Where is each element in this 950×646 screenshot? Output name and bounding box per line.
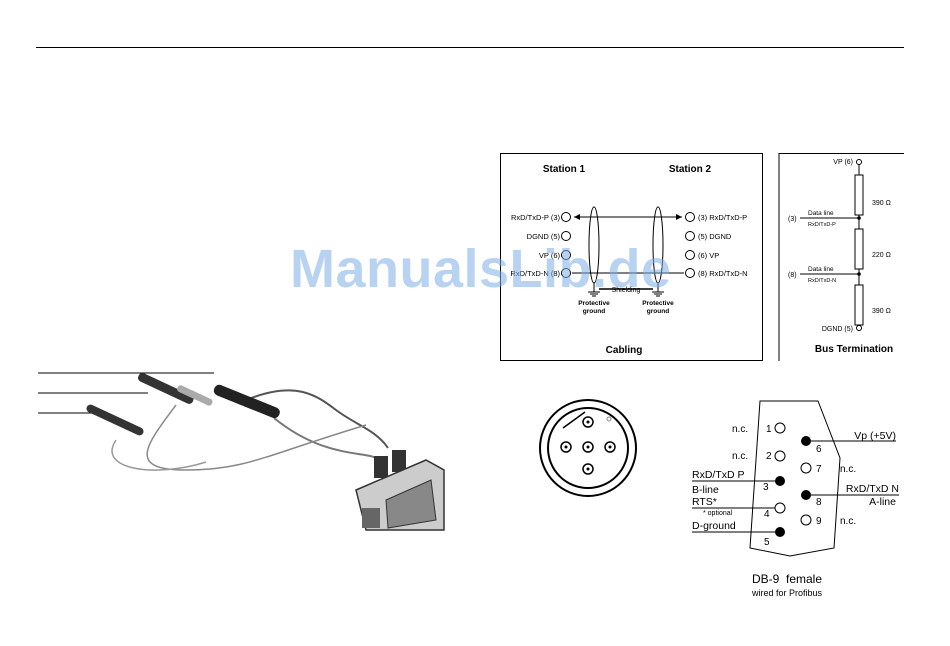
protective-ground-right-1: Protective [642, 300, 674, 307]
manualslib-watermark: ManualsLib.de [290, 239, 672, 299]
right-pin-5: (5) DGND [698, 232, 732, 241]
vp-label: VP (6) [833, 159, 853, 166]
shielding-label: Shielding [612, 287, 641, 294]
nc7-label: n.c. [840, 464, 856, 475]
dgnd-label: DGND (5) [822, 326, 853, 333]
pin-2-label: 2 [766, 451, 772, 462]
pin-9-label: 9 [816, 516, 822, 527]
nc2-label: n.c. [732, 451, 748, 462]
right-pin-6: (6) VP [698, 251, 719, 260]
right-pin-3: (3) RxD/TxD-P [698, 213, 747, 222]
db9-title: DB-9 female [752, 572, 822, 586]
left-pin-8: RxD/TxD-N (8) [510, 269, 560, 278]
bus-termination-diagram: VP (6) 390 Ω (3) Data line RxD/TxD-P 220… [778, 153, 904, 361]
rxd-n-label: RxD/TxD N [846, 483, 899, 495]
rxd-p-label: RxD/TxD P [692, 469, 745, 481]
r3-label: 390 Ω [872, 308, 891, 315]
station2-label: Station 2 [669, 164, 712, 175]
a-line-label: A-line [869, 496, 896, 508]
dataline-p-label: Data line [808, 210, 834, 217]
dataline-n-label: Data line [808, 266, 834, 273]
pin-5-label: 5 [764, 537, 770, 548]
line-p-label: RxD/TxD-P [808, 222, 836, 228]
cabling-diagram: Station 1 Station 2 RxD/TxD-P (3) DGND (… [500, 153, 763, 361]
protective-ground-left-2: ground [583, 308, 605, 315]
nc9-label: n.c. [840, 516, 856, 527]
pin8-label: (8) [788, 272, 797, 279]
db9-connector-diagram: 1 2 3 4 5 6 7 8 9 n.c. n.c. RxD/TxD P B-… [692, 400, 899, 598]
r2-label: 220 Ω [872, 252, 891, 259]
pin-6-label: 6 [816, 444, 822, 455]
cabling-caption: Cabling [606, 345, 643, 356]
right-pin-8: (8) RxD/TxD-N [698, 269, 748, 278]
scope-probe-illustration [38, 372, 445, 531]
rts-label: RTS* [692, 496, 717, 508]
line-n-label: RxD/TxD-N [808, 278, 836, 284]
bus-caption: Bus Termination [815, 344, 893, 355]
optional-label: * optional [703, 510, 733, 517]
protective-ground-left-1: Protective [578, 300, 610, 307]
pin-4-label: 4 [764, 509, 770, 520]
protective-ground-right-2: ground [647, 308, 669, 315]
pin-3-label: 3 [763, 482, 769, 493]
pin-7-label: 7 [816, 464, 822, 475]
pin-1-label: 1 [766, 424, 772, 435]
round-connector-icon [539, 399, 637, 497]
left-pin-5: DGND (5) [527, 232, 561, 241]
db9-subtitle: wired for Profibus [751, 588, 823, 598]
vp5-label: Vp (+5V) [854, 430, 896, 442]
nc1-label: n.c. [732, 424, 748, 435]
pin3-label: (3) [788, 216, 797, 223]
pin-8-label: 8 [816, 497, 822, 508]
d-ground-label: D-ground [692, 520, 736, 532]
station1-label: Station 1 [543, 164, 586, 175]
left-pin-6: VP (6) [539, 251, 561, 260]
r1-label: 390 Ω [872, 200, 891, 207]
left-pin-3: RxD/TxD-P (3) [511, 213, 561, 222]
b-line-label: B-line [692, 484, 719, 496]
header-rule [36, 47, 904, 48]
